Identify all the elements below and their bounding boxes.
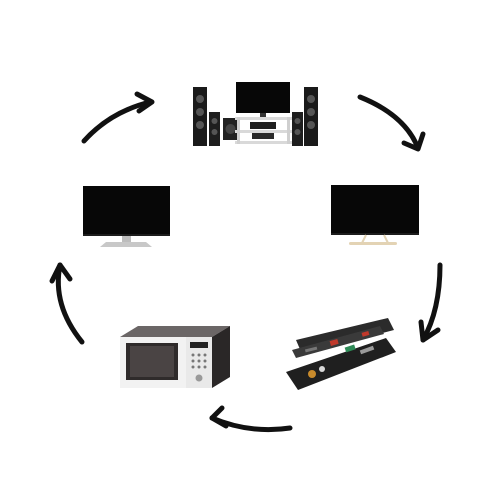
arrow-bottom — [209, 405, 293, 433]
flat-tv-silver-stand-icon — [331, 185, 419, 245]
arrow-top-left — [81, 91, 155, 144]
arrow-right — [418, 262, 443, 343]
arrow-top-right — [357, 94, 426, 152]
home-theater-system-icon — [193, 82, 318, 146]
computer-monitor-icon — [83, 186, 170, 247]
microwave-oven-icon — [120, 326, 230, 388]
arrow-left — [49, 262, 85, 345]
circuit-board-icon — [286, 318, 396, 390]
